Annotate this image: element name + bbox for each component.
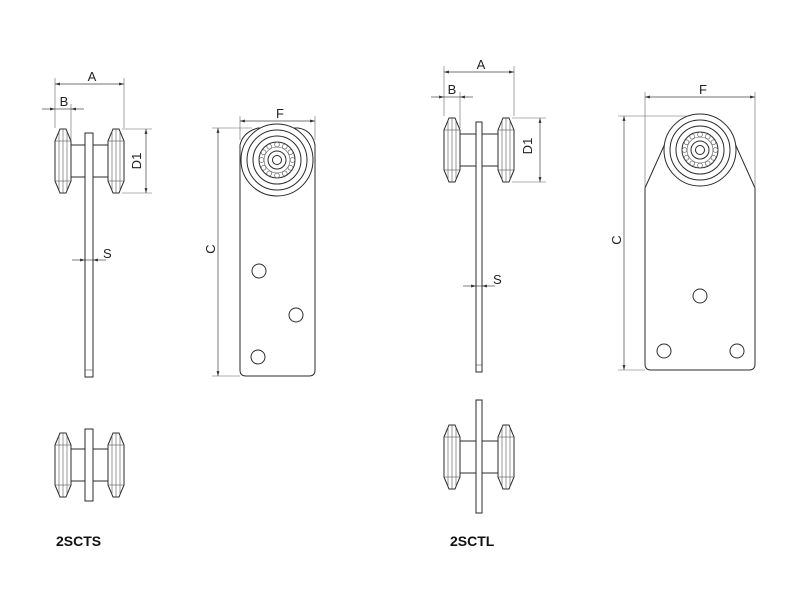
dimension-a-label: A xyxy=(88,69,97,84)
model-label-2scts: 2SCTS xyxy=(56,533,102,549)
top-view-2sctl xyxy=(443,399,515,514)
side-view-2scts: A B D1 S xyxy=(42,69,152,378)
top-view-2scts xyxy=(54,428,125,502)
dimension-d1-label: D1 xyxy=(520,138,535,155)
dimension-b-label: B xyxy=(60,94,69,109)
front-view-2scts: F C xyxy=(203,106,316,377)
dimension-c-label: C xyxy=(203,244,218,253)
model-label-2sctl: 2SCTL xyxy=(450,533,495,549)
dimension-f-label: F xyxy=(699,82,707,97)
side-view-2sctl: A B D1 S xyxy=(431,57,546,373)
dimension-a-label: A xyxy=(477,57,486,72)
dimension-d1-label: D1 xyxy=(129,153,144,170)
dimension-f-label: F xyxy=(276,106,284,121)
dimension-c-label: C xyxy=(609,235,624,244)
dimension-s-label: S xyxy=(103,246,112,261)
dimension-s-label: S xyxy=(493,272,502,287)
dimension-b-label: B xyxy=(448,82,457,97)
front-view-2sctl: F C xyxy=(609,82,756,371)
